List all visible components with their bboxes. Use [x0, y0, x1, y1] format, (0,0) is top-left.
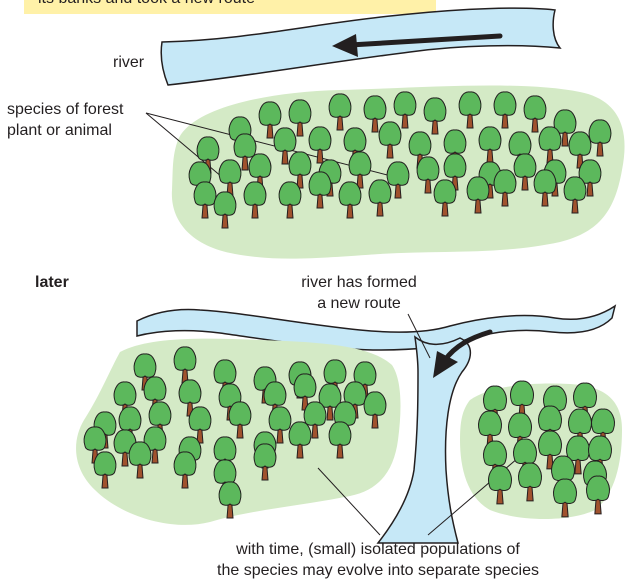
- new-route-label-line1: river has formed: [274, 273, 444, 293]
- isolation-label-line2: the species may evolve into separate spe…: [200, 561, 556, 581]
- isolation-label-line1: with time, (small) isolated populations …: [200, 540, 556, 560]
- new-route-label-line2: a new route: [274, 294, 444, 314]
- later-heading: later: [35, 273, 69, 293]
- species-label-line2: plant or animal: [7, 121, 112, 141]
- river-label: river: [113, 53, 144, 73]
- species-label-line1: species of forest: [7, 100, 124, 120]
